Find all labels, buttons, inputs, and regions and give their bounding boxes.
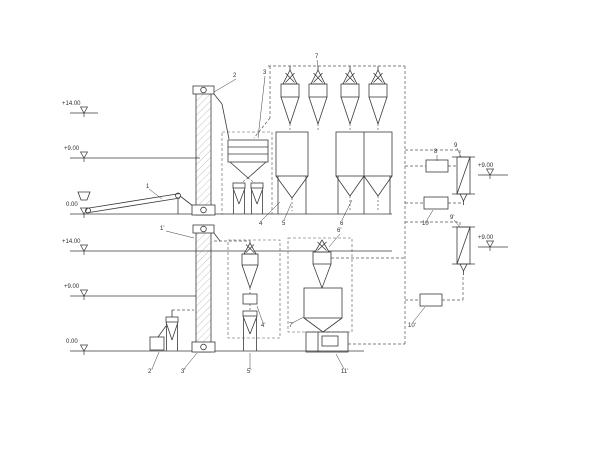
label-8: 8 <box>434 149 438 155</box>
elevation-label: +9.00 <box>64 146 80 152</box>
bucket-elevator-1-prime <box>191 224 221 353</box>
elevation-label: 0.00 <box>66 202 78 208</box>
level-triangle-icon <box>485 240 495 248</box>
cyclone-filter-unit <box>340 66 360 132</box>
cyclone-2-prime <box>149 309 194 351</box>
label-elevator-2: 2 <box>233 73 237 79</box>
aspiration-ducting <box>253 65 464 345</box>
label-conveyor: 1 <box>146 184 150 190</box>
cyclone-filter-row <box>280 66 388 132</box>
elevation-texts-top: +14.00 +9.00 0.00 <box>62 101 81 208</box>
elevation-label: 0.00 <box>66 339 78 345</box>
bin-group-a <box>275 131 309 214</box>
elevation-label: +9.00 <box>478 163 494 169</box>
equipment-labels: 1 2 3 4 5 6 7 8 9 9' 10 10' 1' 2' 3' 4' … <box>146 54 458 375</box>
label-sieve-3: 3 <box>263 70 267 76</box>
belt-conveyor-1 <box>77 191 194 214</box>
small-cyclone <box>250 182 264 214</box>
label-6-prime: 6' <box>337 228 341 234</box>
cyclone-stack-prime <box>214 239 281 351</box>
box-10 <box>423 196 449 210</box>
airlock-9 <box>452 156 475 205</box>
label-4-prime: 4' <box>261 323 265 329</box>
elevation-label: +14.00 <box>62 239 81 245</box>
level-triangle-icon <box>485 168 495 176</box>
label-6: 6 <box>340 221 344 227</box>
bucket-elevator-2 <box>191 85 230 216</box>
level-triangle-icon <box>79 344 89 352</box>
cyclone-bin-machine-prime <box>287 237 353 353</box>
elevation-texts-bottom: +14.00 +9.00 0.00 <box>62 239 81 345</box>
airlock-9-prime <box>452 226 475 275</box>
label-2-prime: 2' <box>148 369 152 375</box>
level-triangle-icon <box>79 106 89 114</box>
label-7-prime: 7' <box>289 323 293 329</box>
label-3-prime: 3' <box>181 369 185 375</box>
elevation-label: +14.00 <box>62 101 81 107</box>
floor-lines-right <box>478 168 508 251</box>
label-11-prime: 11' <box>341 369 348 375</box>
elevation-label: +9.00 <box>478 235 494 241</box>
box-10-prime <box>419 293 443 307</box>
elevation-texts-right: +9.00 +9.00 <box>478 163 494 241</box>
label-9-prime: 9' <box>450 215 454 221</box>
floor-lines-bottom <box>70 244 392 355</box>
cyclone-filter-unit <box>368 66 388 132</box>
cyclone-filter-unit <box>308 66 328 132</box>
label-5: 5 <box>282 221 286 227</box>
level-triangle-icon <box>79 244 89 252</box>
bin-group-b <box>335 131 393 214</box>
label-4: 4 <box>259 221 263 227</box>
label-leaders <box>148 59 462 370</box>
fan-8 <box>425 159 449 173</box>
label-10-prime: 10' <box>408 323 416 329</box>
level-triangle-icon <box>79 151 89 159</box>
label-9: 9 <box>454 143 458 149</box>
sieve-group-3 <box>221 131 273 215</box>
label-5-prime: 5' <box>247 369 251 375</box>
cyclone-filter-unit <box>280 66 300 132</box>
label-elevator-1-prime: 1' <box>160 226 164 232</box>
level-triangle-icon <box>79 289 89 297</box>
elevation-label: +9.00 <box>64 284 80 290</box>
small-cyclone <box>232 182 246 214</box>
label-10: 10 <box>422 221 429 227</box>
feed-hopper <box>77 191 91 201</box>
label-7: 7 <box>315 54 319 60</box>
